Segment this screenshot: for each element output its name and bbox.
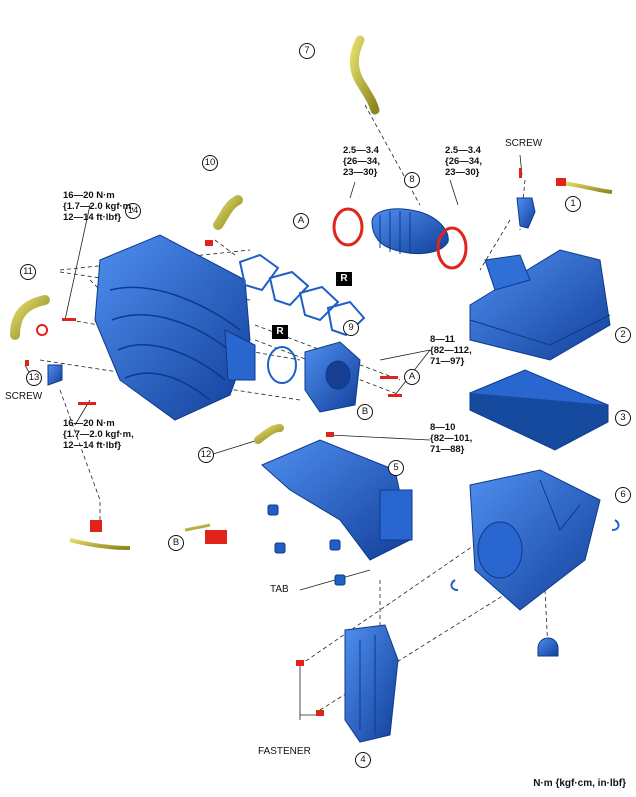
callout-1: 1: [565, 196, 581, 212]
part-14-intake-manifold: [94, 234, 256, 421]
replace-mark-o-ring: R: [272, 325, 288, 339]
duct-bolt: [326, 432, 334, 437]
part-11-hose: [10, 295, 50, 340]
part-3-air-filter: [468, 369, 610, 451]
torque-clamp-right: 2.5—3.4 {26—34, 23—30}: [445, 145, 482, 178]
clip-10: [205, 240, 213, 246]
harness-b: [184, 523, 211, 532]
callout-4: 4: [355, 752, 371, 768]
screw-left: [25, 360, 29, 366]
callout-7: 7: [299, 43, 315, 59]
part-1-sensor: [516, 197, 536, 229]
clamp-left: [332, 207, 364, 247]
ref-a-right: A: [404, 369, 420, 385]
connector-lower-left: [90, 520, 102, 532]
fastener-2: [316, 710, 324, 716]
ref-a-left: A: [293, 213, 309, 229]
part-12-hose: [254, 424, 284, 444]
torque-duct-bolt: 8—10 {82—101, 71—88}: [430, 422, 473, 455]
torque-throttle-body: 8—11 {82—112, 71—97}: [430, 334, 472, 367]
bolt-throttle-2: [388, 394, 402, 397]
fastener-1: [296, 660, 304, 666]
units-footer: N·m {kgf·cm, in·lbf}: [533, 778, 626, 789]
label-tab: TAB: [270, 584, 289, 595]
callout-2: 2: [615, 327, 631, 343]
bolt-manifold-top: [62, 318, 76, 321]
callout-6: 6: [615, 487, 631, 503]
o-ring-gasket: [267, 346, 297, 384]
callout-10: 10: [202, 155, 218, 171]
bolt-manifold-bottom: [78, 402, 96, 405]
callout-12: 12: [198, 447, 214, 463]
ref-b-upper: B: [357, 404, 373, 420]
part-6-air-cleaner-case: [450, 469, 620, 657]
connector-b: [205, 530, 227, 544]
part-9-throttle-body: [304, 341, 361, 413]
label-screw-top: SCREW: [505, 138, 543, 149]
callout-13: 13: [26, 370, 42, 386]
bolt-throttle: [380, 376, 398, 379]
rubber-mounts: [267, 504, 346, 586]
clamp-right: [436, 226, 468, 270]
part-7-hose: [349, 35, 380, 115]
label-fastener: FASTENER: [258, 746, 311, 757]
callout-9: 9: [343, 320, 359, 336]
callout-8: 8: [404, 172, 420, 188]
label-screw-left: SCREW: [5, 391, 43, 402]
part-10-hose: [213, 195, 243, 230]
callout-5: 5: [388, 460, 404, 476]
connector-red: [556, 178, 566, 186]
screw-top: [519, 168, 522, 178]
torque-manifold-top: 16—20 N·m {1.7—2.0 kgf·m, 12—14 ft·lbf}: [63, 190, 134, 223]
part-13-bracket: [47, 364, 63, 386]
part-8-air-duct: [371, 208, 449, 255]
harness-lower-left: [69, 538, 131, 550]
callout-11: 11: [20, 264, 36, 280]
torque-manifold-bottom: 16—20 N·m {1.7—2.0 kgf·m, 12—14 ft·lbf}: [63, 418, 134, 451]
ref-b-lower: B: [168, 535, 184, 551]
torque-clamp-left: 2.5—3.4 {26—34, 23—30}: [343, 145, 380, 178]
part-5-resonator: [261, 439, 413, 561]
callout-3: 3: [615, 410, 631, 426]
solid-leaders: [24, 154, 523, 720]
part-2-air-cleaner-cover: [469, 249, 611, 361]
part-4-lower-duct: [344, 624, 399, 743]
clip-11: [36, 324, 49, 336]
replace-mark-gasket: R: [336, 272, 352, 286]
sensor-harness: [561, 181, 613, 194]
callout-14: 14: [125, 203, 141, 219]
